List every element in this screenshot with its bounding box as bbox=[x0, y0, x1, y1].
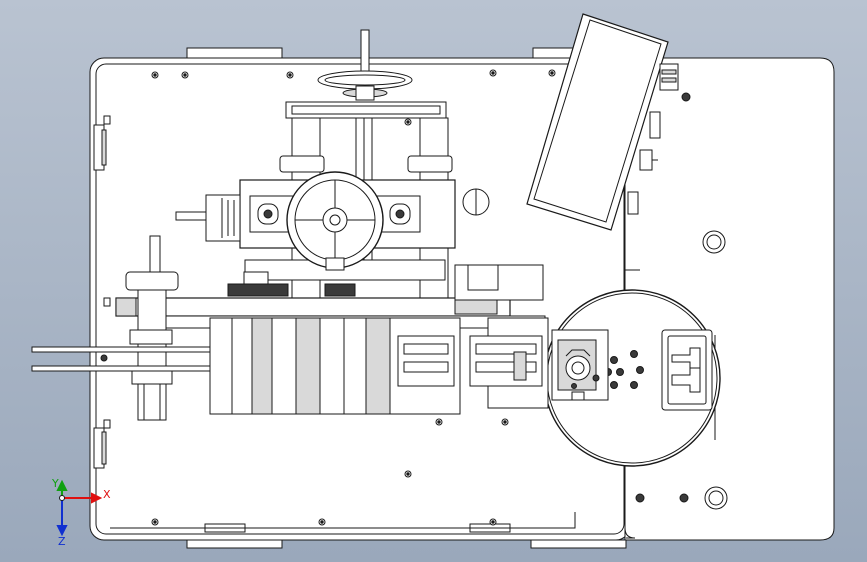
workpiece-clamp bbox=[551, 329, 609, 401]
lower-actuators bbox=[209, 317, 461, 415]
mounting-holes bbox=[151, 69, 728, 526]
triad-y-label: Y bbox=[51, 477, 59, 490]
front-handwheel bbox=[286, 171, 384, 271]
gear-row bbox=[227, 271, 356, 297]
left-spindle bbox=[125, 235, 179, 421]
triad-x-label: X bbox=[103, 488, 111, 501]
coordinate-triad bbox=[56, 479, 103, 537]
top-handwheel bbox=[317, 29, 413, 101]
triad-z-label: Z bbox=[58, 535, 66, 548]
top-bridge bbox=[285, 101, 447, 119]
lower-clamps bbox=[397, 335, 543, 387]
micrometer-dial bbox=[175, 194, 241, 242]
control-box bbox=[526, 13, 679, 231]
side-hinges bbox=[93, 115, 111, 469]
